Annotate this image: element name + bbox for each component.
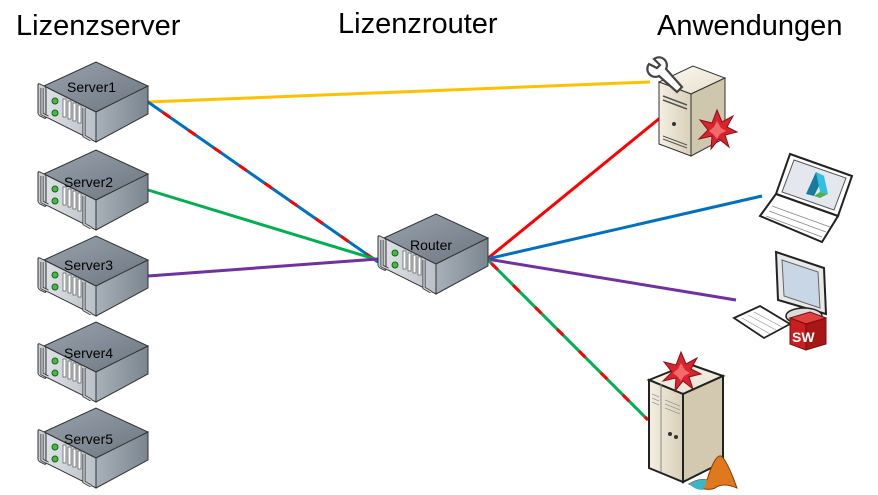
server-node-4[interactable]: Server4 [36,320,150,404]
rack-server-icon [36,406,150,490]
rack-server-icon [36,60,150,144]
autodesk-logo-icon [806,172,828,198]
line-server2-to-router [147,188,379,262]
server-node-5[interactable]: Server5 [36,406,150,490]
laptop-icon [758,152,854,244]
server-node-1[interactable]: Server1 [36,60,150,144]
app-workstation-solidworks[interactable]: SW [732,250,828,351]
solidworks-badge: SW [792,329,815,345]
server-label: Server2 [64,174,113,190]
rack-server-icon [376,212,490,296]
server-label: Server4 [64,345,113,361]
heading-license-router: Lizenzrouter [338,8,498,40]
matlab-logo-icon [687,455,738,490]
app-server-mathematica-matlab[interactable] [646,351,738,490]
rack-server-icon [36,320,150,404]
line-server3-to-router [147,257,379,278]
connection-lines [147,80,763,422]
desktop-computer-icon [732,250,828,340]
line-router-to-app3 [486,257,737,302]
line-server1-to-router [147,100,379,264]
line-server1-to-app1 [147,80,651,104]
server-label: Server3 [64,257,113,273]
router-label: Router [410,237,452,253]
server-label: Server1 [67,79,116,95]
router-node[interactable]: Router [376,212,490,296]
server-node-3[interactable]: Server3 [36,234,150,318]
rack-server-icon [36,234,150,318]
line-router-to-app1 [486,116,661,261]
app-laptop-autodesk[interactable] [758,152,854,244]
rack-server-icon [36,148,150,232]
line-router-to-app2 [486,194,763,261]
server-label: Server5 [64,431,113,447]
heading-applications: Anwendungen [657,10,843,42]
app-tower-server-tools[interactable] [646,56,738,157]
wrench-icon [646,56,684,94]
solidworks-logo-icon: SW [788,311,828,351]
server-node-2[interactable]: Server2 [36,148,150,232]
heading-license-servers: Lizenzserver [16,10,181,42]
line-router-to-app4 [485,257,650,422]
